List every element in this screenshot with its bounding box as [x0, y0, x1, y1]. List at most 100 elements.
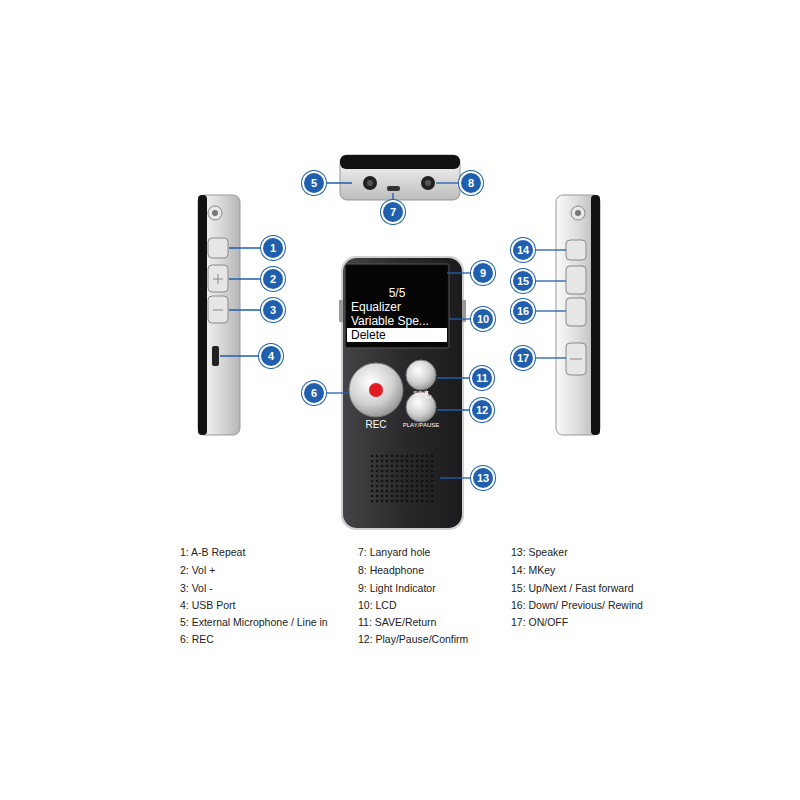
- speaker-hole: [381, 490, 384, 493]
- speaker-hole: [371, 490, 374, 493]
- speaker-hole: [431, 500, 434, 503]
- menu-item: Variable Spe...: [347, 314, 447, 328]
- speaker-hole: [391, 500, 394, 503]
- callout-number: 15: [513, 271, 533, 291]
- callout-number-text: 13: [477, 473, 489, 484]
- speaker-hole: [406, 495, 409, 498]
- speaker-hole: [431, 485, 434, 488]
- callout-number: 17: [513, 348, 533, 368]
- callout-number-text: 5: [311, 178, 317, 189]
- speaker-hole: [421, 480, 424, 483]
- speaker-hole: [426, 480, 429, 483]
- speaker-hole: [416, 490, 419, 493]
- speaker-hole: [381, 475, 384, 478]
- speaker-hole: [396, 455, 399, 458]
- callout-number: 13: [473, 468, 493, 488]
- key-entry: 17: ON/OFF: [511, 616, 568, 628]
- speaker-hole: [416, 475, 419, 478]
- front-view: [339, 256, 466, 530]
- speaker-hole: [376, 455, 379, 458]
- speaker-hole: [386, 465, 389, 468]
- speaker-hole: [376, 475, 379, 478]
- speaker-hole: [386, 455, 389, 458]
- button-label: REC: [365, 419, 386, 430]
- speaker-hole: [376, 480, 379, 483]
- speaker-hole: [406, 480, 409, 483]
- speaker-hole: [416, 455, 419, 458]
- speaker-hole: [401, 485, 404, 488]
- menu-item: Equalizer: [347, 300, 447, 314]
- callout-number-text: 16: [517, 306, 529, 317]
- speaker-hole: [386, 495, 389, 498]
- speaker-hole: [386, 485, 389, 488]
- speaker-hole: [411, 470, 414, 473]
- speaker-hole: [406, 455, 409, 458]
- speaker-hole: [396, 485, 399, 488]
- speaker-hole: [381, 480, 384, 483]
- speaker-hole: [431, 475, 434, 478]
- speaker-hole: [386, 460, 389, 463]
- speaker-hole: [401, 480, 404, 483]
- speaker-hole: [376, 460, 379, 463]
- speaker-hole: [391, 460, 394, 463]
- speaker-hole: [401, 455, 404, 458]
- speaker-hole: [381, 495, 384, 498]
- speaker-hole: [381, 455, 384, 458]
- speaker-hole: [391, 490, 394, 493]
- speaker-hole: [426, 470, 429, 473]
- speaker-hole: [426, 485, 429, 488]
- speaker-hole: [371, 460, 374, 463]
- speaker-hole: [426, 455, 429, 458]
- button-label: SAVE: [413, 390, 429, 396]
- speaker-hole: [396, 470, 399, 473]
- speaker-hole: [416, 480, 419, 483]
- speaker-hole: [421, 475, 424, 478]
- menu-item: Delete: [347, 328, 447, 342]
- speaker-hole: [396, 495, 399, 498]
- callout-number-text: 8: [468, 178, 474, 189]
- right-side-view: [556, 195, 600, 435]
- speaker-hole: [396, 500, 399, 503]
- speaker-hole: [396, 480, 399, 483]
- speaker-hole: [411, 500, 414, 503]
- callout-number: 9: [473, 263, 493, 283]
- key-entry: 2: Vol +: [180, 564, 215, 576]
- speaker-hole: [421, 485, 424, 488]
- key-entry: 3: Vol -: [180, 582, 213, 594]
- key-entry: 9: Light Indicator: [358, 582, 436, 594]
- key-entry: 14: MKey: [511, 564, 555, 576]
- speaker-hole: [406, 485, 409, 488]
- callout-number: 16: [513, 301, 533, 321]
- key-entry: 8: Headphone: [358, 564, 424, 576]
- speaker-hole: [411, 465, 414, 468]
- callout-number-text: 15: [517, 276, 529, 287]
- speaker-hole: [426, 465, 429, 468]
- key-entry: 16: Down/ Previous/ Rewind: [511, 599, 643, 611]
- speaker-hole: [411, 455, 414, 458]
- speaker-hole: [376, 470, 379, 473]
- callout-number: 11: [472, 368, 492, 388]
- key-entry: 7: Lanyard hole: [358, 546, 430, 558]
- callout-number-text: 17: [517, 353, 529, 364]
- speaker-hole: [391, 485, 394, 488]
- key-entry: 11: SAVE/Return: [358, 616, 436, 628]
- speaker-hole: [431, 455, 434, 458]
- top-view: [340, 155, 460, 200]
- speaker-hole: [411, 480, 414, 483]
- callout-number-text: 9: [480, 268, 486, 279]
- speaker-hole: [416, 460, 419, 463]
- callout-number-text: 14: [517, 245, 529, 256]
- key-entry: 1: A-B Repeat: [180, 546, 245, 558]
- speaker-hole: [401, 465, 404, 468]
- speaker-hole: [401, 500, 404, 503]
- speaker-hole: [416, 485, 419, 488]
- button-label: PLAY/PAUSE: [403, 422, 439, 428]
- speaker-hole: [421, 490, 424, 493]
- speaker-hole: [376, 485, 379, 488]
- callout-number: 1: [263, 238, 283, 258]
- speaker-hole: [406, 475, 409, 478]
- speaker-hole: [391, 475, 394, 478]
- speaker-hole: [396, 460, 399, 463]
- speaker-hole: [416, 500, 419, 503]
